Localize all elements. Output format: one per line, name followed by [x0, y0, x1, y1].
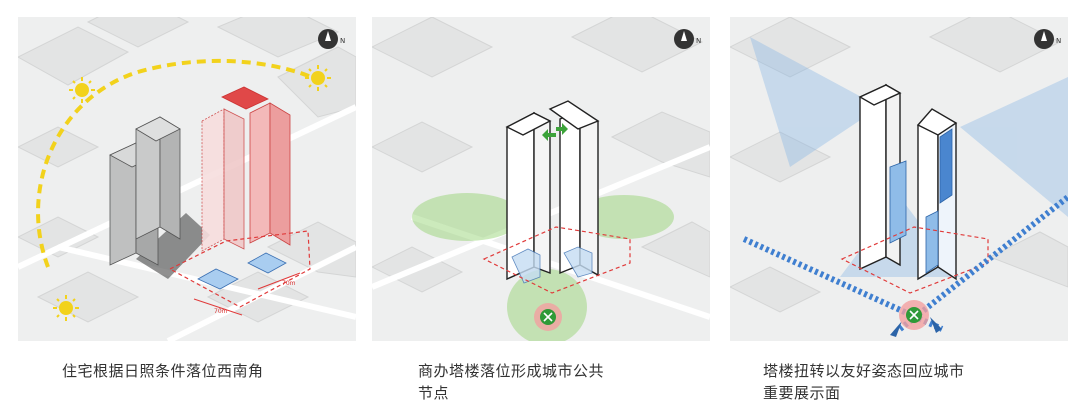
- svg-text:N: N: [696, 37, 701, 45]
- office-node-diagram: N: [372, 17, 710, 341]
- rotated-towers: [858, 83, 958, 281]
- compass-icon: N: [318, 29, 345, 49]
- metro-icon: [899, 300, 929, 330]
- diagram-panel-rotation: N: [730, 17, 1068, 341]
- site-pad-b: [563, 246, 593, 278]
- caption-residential: 住宅根据日照条件落位西南角: [62, 362, 264, 380]
- office-towers: [505, 100, 600, 281]
- sun-path: [36, 59, 317, 268]
- compass-icon: N: [1034, 29, 1061, 49]
- residential-diagram: 70m 70m N: [18, 17, 356, 341]
- diagram-panel-office: N: [372, 17, 710, 341]
- caption-office-line1: 商办塔楼落位形成城市公共: [418, 362, 605, 380]
- sun-icon: [69, 77, 95, 103]
- sun-icon: [53, 295, 79, 321]
- site-pad-b: [247, 252, 287, 274]
- caption-rotation: 塔楼扭转以友好姿态回应城市 重要展示面: [763, 360, 1013, 404]
- site-boundary: [840, 226, 989, 294]
- compass-icon: N: [674, 29, 701, 49]
- rotation-diagram: N: [730, 17, 1068, 337]
- sun-icon: [305, 65, 331, 91]
- dimension-markers: [193, 272, 301, 316]
- diagram-panel-residential: 70m 70m N: [18, 17, 356, 341]
- svg-text:N: N: [340, 37, 345, 45]
- city-context: [730, 17, 1068, 313]
- site-pad-a: [197, 268, 239, 290]
- view-cones: [750, 37, 1068, 277]
- caption-rotation-line1: 塔楼扭转以友好姿态回应城市: [763, 362, 965, 380]
- residential-towers: [109, 116, 181, 266]
- city-context: [372, 17, 710, 293]
- site-boundary: [168, 230, 311, 308]
- dimension-label-a: 70m: [214, 308, 228, 315]
- office-towers: [201, 86, 291, 252]
- rotation-arrows: [542, 123, 568, 141]
- caption-rotation-line2: 重要展示面: [763, 384, 841, 402]
- axis-arrow-a: [930, 317, 942, 333]
- metro-icon: [534, 303, 562, 331]
- dimension-label-b: 70m: [282, 280, 296, 287]
- site-boundary: [482, 226, 631, 294]
- caption-office: 商办塔楼落位形成城市公共 节点: [418, 360, 658, 404]
- caption-office-line2: 节点: [418, 384, 450, 402]
- svg-text:N: N: [1056, 37, 1061, 45]
- axis-arrow-b: [890, 321, 902, 337]
